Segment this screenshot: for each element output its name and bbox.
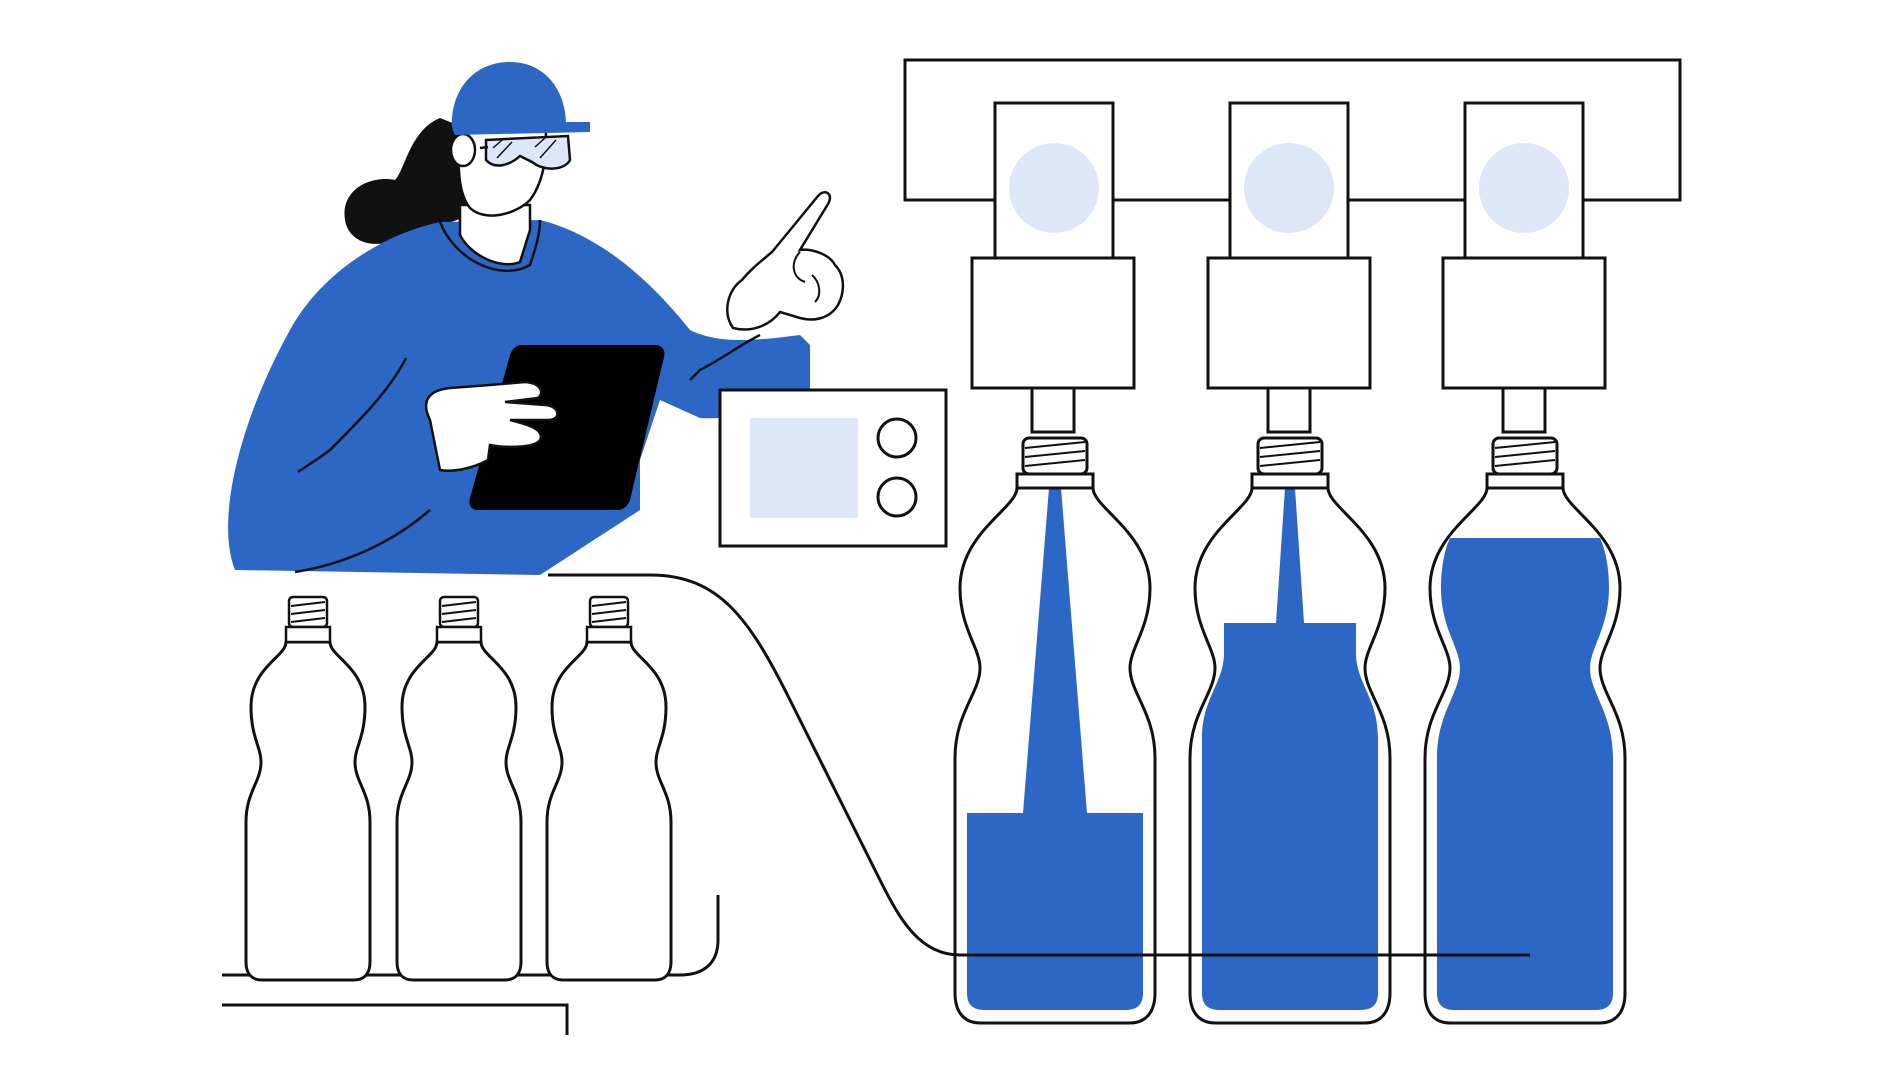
worker-figure xyxy=(228,62,845,575)
control-panel-screen xyxy=(750,418,858,518)
control-panel xyxy=(718,388,948,548)
conveyor-belt xyxy=(222,895,720,1035)
empty-bottle-1 xyxy=(244,595,372,982)
worker-pointing-hand xyxy=(726,191,845,331)
nozzle-unit-2 xyxy=(1206,101,1372,434)
nozzle-indicator-3 xyxy=(1479,143,1569,233)
empty-bottle-2 xyxy=(395,595,523,982)
worker-cap xyxy=(451,62,590,135)
worker-face xyxy=(457,120,548,217)
control-knob-1[interactable] xyxy=(876,417,918,459)
nozzle-unit-1 xyxy=(970,101,1136,434)
filling-bottle-1 xyxy=(953,436,1157,1025)
control-knob-2[interactable] xyxy=(876,476,918,518)
safety-goggles-icon xyxy=(479,134,572,170)
filling-bottle-2 xyxy=(1188,436,1392,1025)
filling-bottle-3 xyxy=(1423,436,1627,1025)
nozzle-unit-3 xyxy=(1441,101,1607,434)
nozzle-indicator-1 xyxy=(1009,143,1099,233)
worker-holding-hand xyxy=(424,380,559,472)
conveyor-cable xyxy=(548,573,1530,957)
nozzle-indicator-2 xyxy=(1244,143,1334,233)
empty-bottle-3 xyxy=(545,595,673,982)
worker-hair xyxy=(344,118,470,244)
